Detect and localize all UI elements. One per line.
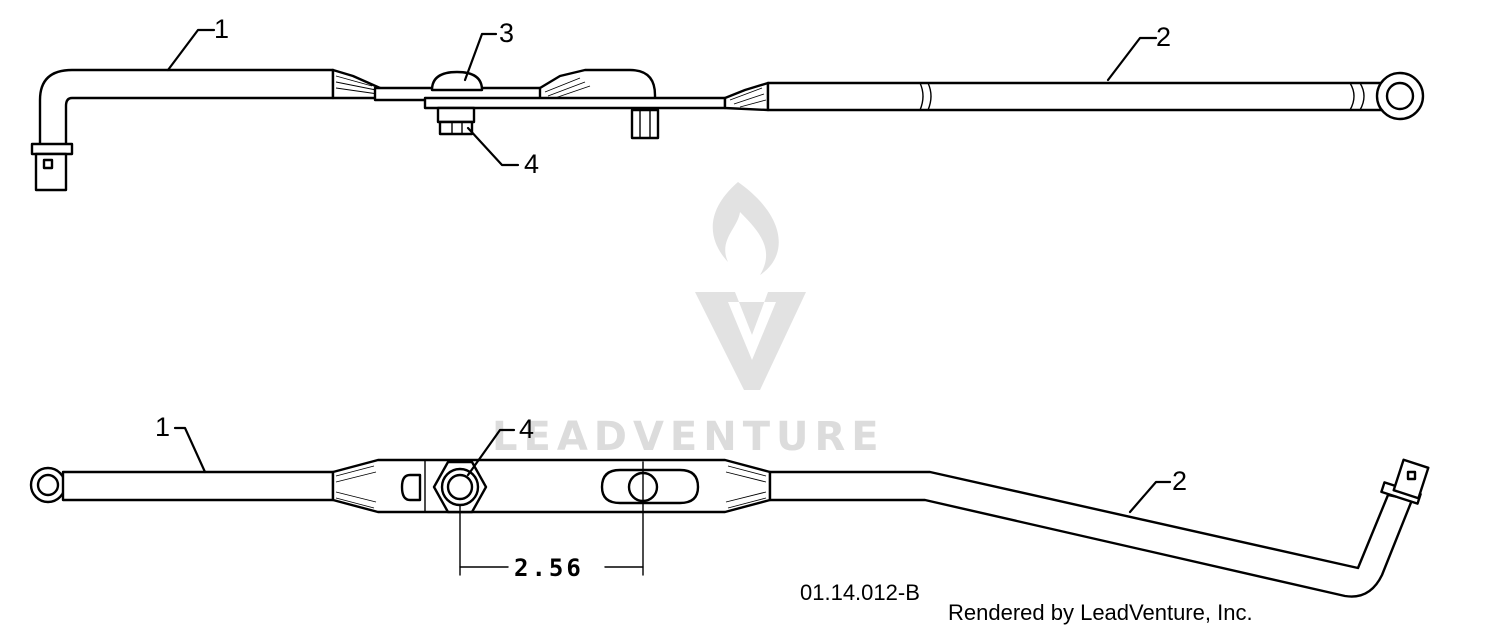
part-1-rod-bottom bbox=[29, 466, 335, 504]
drawing-number: 01.14.012-B bbox=[800, 580, 920, 605]
part-4-nut-bottom bbox=[432, 460, 488, 514]
leader-3-top bbox=[463, 32, 498, 82]
callout-4-bottom: 4 bbox=[519, 414, 534, 444]
part-1-rod-top bbox=[30, 68, 660, 192]
dimension-text: 2.56 bbox=[514, 554, 584, 582]
leader-1-bottom bbox=[173, 426, 207, 474]
callout-2-top: 2 bbox=[1156, 22, 1171, 52]
watermark-flame-icon bbox=[712, 182, 779, 275]
part-4-nut-top bbox=[436, 106, 476, 136]
callout-4-top: 4 bbox=[524, 149, 539, 179]
leader-1-top bbox=[166, 28, 216, 72]
part-2-rod-top bbox=[723, 71, 1425, 121]
connector-body-bottom bbox=[331, 458, 772, 514]
watermark-v-icon bbox=[695, 292, 806, 390]
callout-1-top: 1 bbox=[214, 14, 229, 44]
connector-plate-top bbox=[423, 96, 727, 110]
part-3-bolt-head bbox=[430, 70, 484, 92]
bottom-view: 2.56 1 4 2 bbox=[29, 412, 1430, 598]
leader-2-bottom bbox=[1128, 480, 1172, 514]
watermark: LEADVENTURE bbox=[492, 182, 885, 460]
top-view: 1 3 2 4 bbox=[30, 14, 1425, 192]
part-2-rod-bottom bbox=[768, 458, 1430, 598]
leader-4-top bbox=[466, 126, 520, 167]
callout-3-top: 3 bbox=[499, 18, 514, 48]
callout-2-bottom: 2 bbox=[1172, 466, 1187, 496]
watermark-text: LEADVENTURE bbox=[492, 414, 885, 460]
leader-4-bottom bbox=[466, 428, 516, 477]
rendered-by-credit: Rendered by LeadVenture, Inc. bbox=[948, 600, 1253, 625]
dimension-2-56: 2.56 bbox=[459, 504, 644, 582]
leader-2-top bbox=[1106, 36, 1158, 82]
callout-1-bottom: 1 bbox=[155, 412, 170, 442]
